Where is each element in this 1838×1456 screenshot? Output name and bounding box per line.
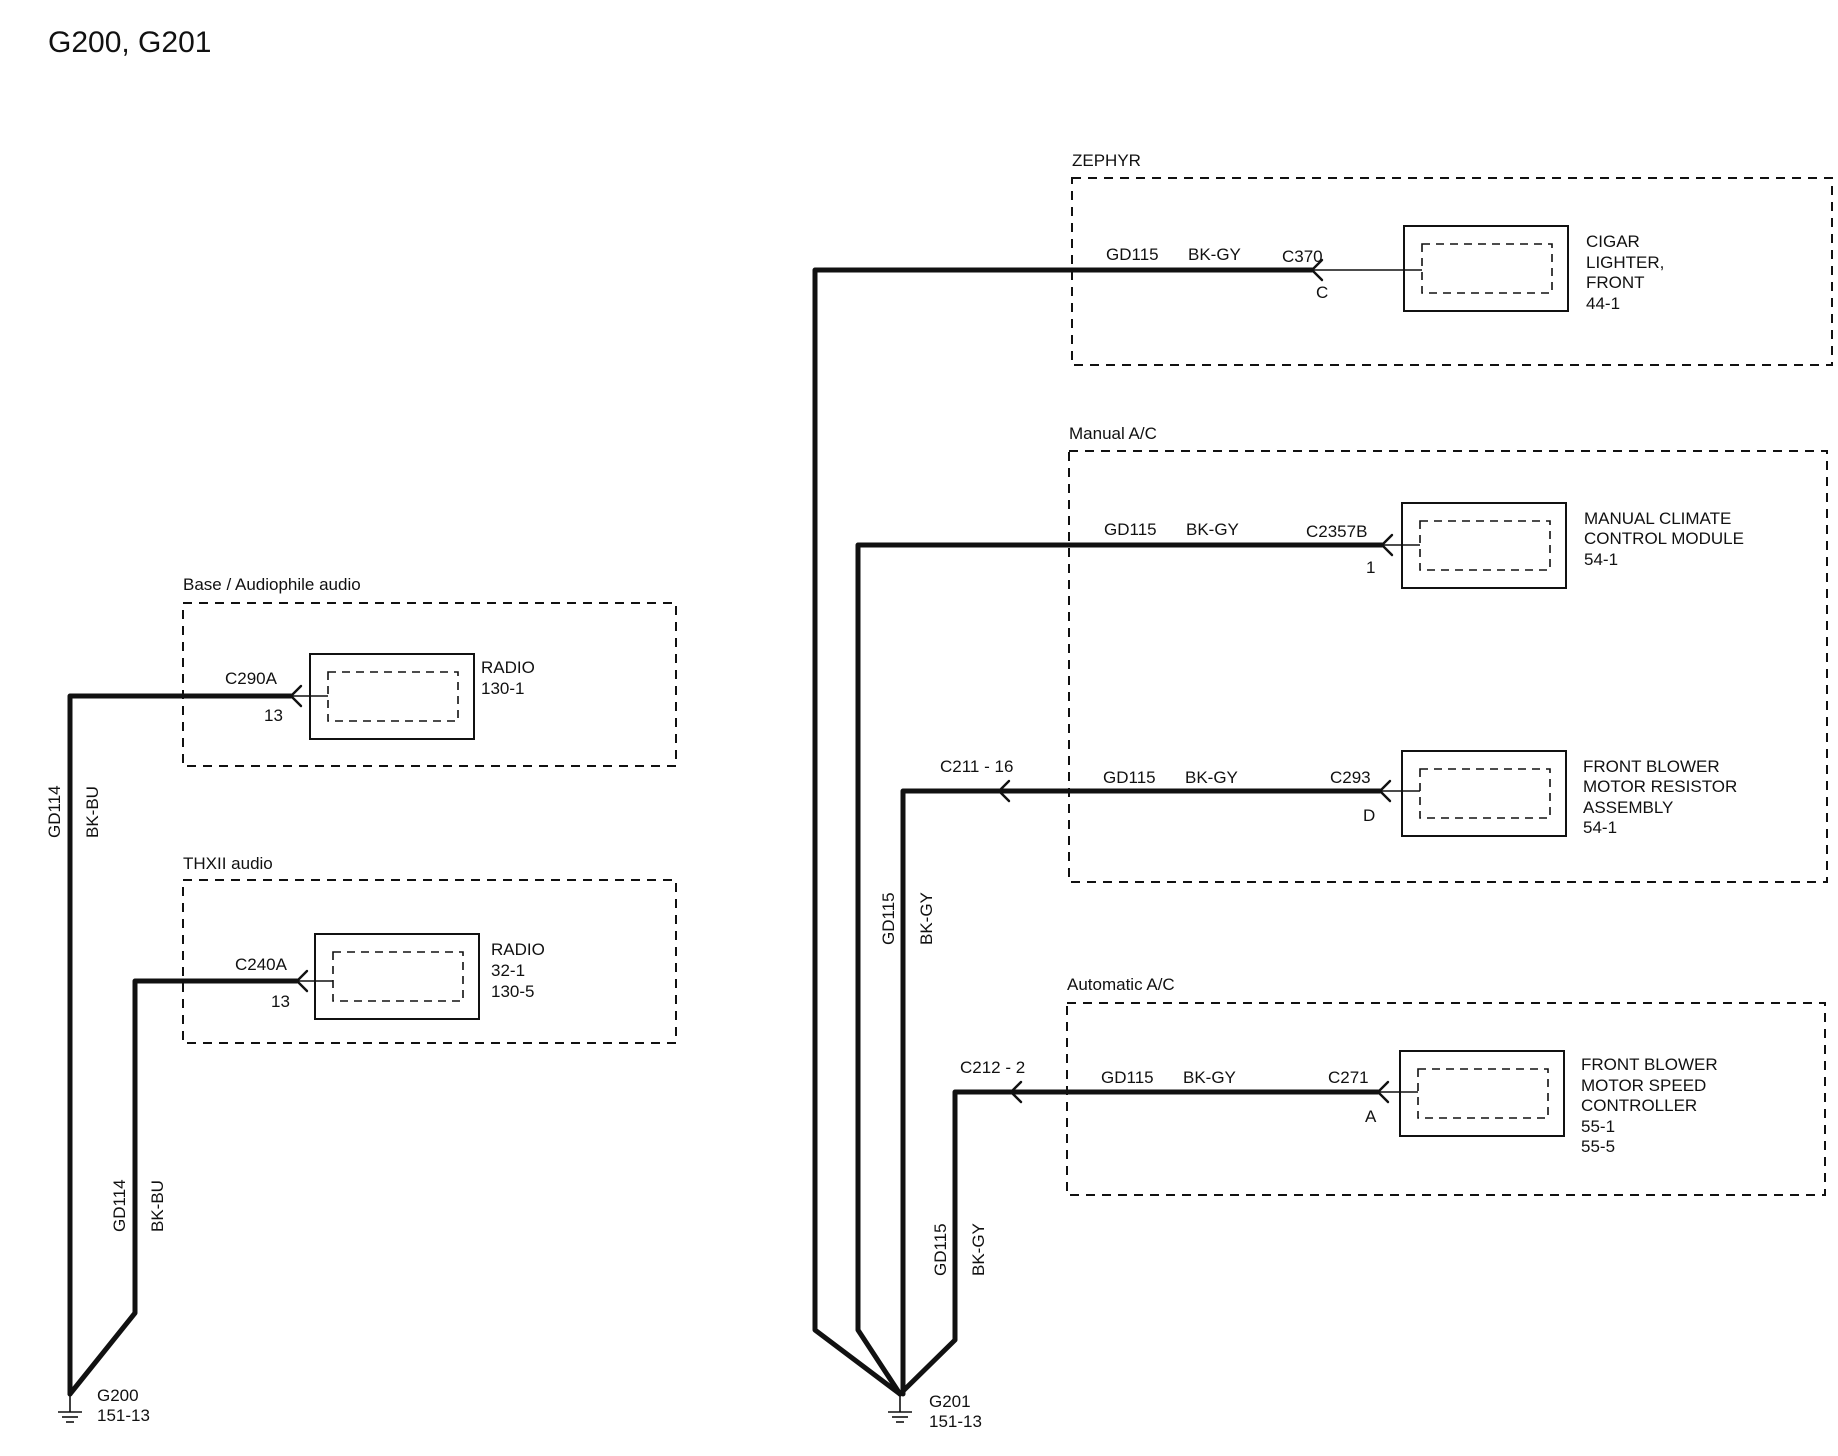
blower-controller-ref-1: 55-1 xyxy=(1581,1117,1615,1136)
radio-thx-component xyxy=(314,933,480,1020)
blower-resistor-name-1: FRONT BLOWER xyxy=(1583,757,1720,776)
blower-controller-component xyxy=(1399,1050,1565,1137)
group-label-base-audio: Base / Audiophile audio xyxy=(183,575,361,594)
radio-base-ref: 130-1 xyxy=(481,679,524,698)
wire-color-bkgy-controller: BK-GY xyxy=(1183,1068,1236,1087)
base-audio-group: Base / Audiophile audio RADIO 130-1 C290… xyxy=(182,575,677,767)
climate-module-name-2: CONTROL MODULE xyxy=(1584,529,1744,548)
wire-gd114-thx-radio xyxy=(67,978,300,1397)
connector-c271-label: C271 xyxy=(1328,1068,1369,1087)
climate-module-inner xyxy=(1419,520,1551,571)
connector-c271-pin: A xyxy=(1365,1107,1377,1126)
wire-color-bkgy-vertical-2: BK-GY xyxy=(969,1223,988,1276)
wire-color-bkgy-climate: BK-GY xyxy=(1186,520,1239,539)
radio-thx-ref-2: 130-5 xyxy=(491,982,534,1001)
zephyr-group: ZEPHYR CIGAR LIGHTER, FRONT 44-1 C370 C … xyxy=(1071,151,1833,366)
connector-c212-label: C212 - 2 xyxy=(960,1058,1025,1077)
connector-c2357b-label: C2357B xyxy=(1306,522,1367,541)
connector-c240a-label: C240A xyxy=(235,955,288,974)
connector-c290a-label: C290A xyxy=(225,669,278,688)
cigar-lighter-name-1: CIGAR xyxy=(1586,232,1640,251)
wire-color-bkbu-2: BK-BU xyxy=(148,1180,167,1232)
connector-c293-label: C293 xyxy=(1330,768,1371,787)
blower-resistor-component xyxy=(1401,750,1567,837)
wire-gd115-resistor xyxy=(900,788,1383,1397)
ground-g201-name: G201 xyxy=(929,1392,971,1411)
cigar-lighter-ref: 44-1 xyxy=(1586,294,1620,313)
climate-module-component xyxy=(1401,502,1567,589)
wire-color-bkgy-resistor: BK-GY xyxy=(1185,768,1238,787)
blower-controller-name-2: MOTOR SPEED xyxy=(1581,1076,1706,1095)
cigar-lighter-name-2: LIGHTER, xyxy=(1586,253,1664,272)
connector-c293-pin: D xyxy=(1363,806,1375,825)
radio-base-component xyxy=(309,653,475,740)
group-label-automatic-ac: Automatic A/C xyxy=(1067,975,1175,994)
connector-c370-label: C370 xyxy=(1282,247,1323,266)
blower-controller-name-3: CONTROLLER xyxy=(1581,1096,1697,1115)
wire-label-gd114-2: GD114 xyxy=(110,1179,129,1232)
wire-label-gd115-climate: GD115 xyxy=(1104,520,1157,539)
ground-g201-icon xyxy=(888,1394,912,1423)
climate-module-name-1: MANUAL CLIMATE xyxy=(1584,509,1731,528)
radio-thx-inner xyxy=(332,951,464,1002)
group-label-zephyr: ZEPHYR xyxy=(1072,151,1141,170)
group-label-manual-ac: Manual A/C xyxy=(1069,424,1157,443)
connector-c240a-pin: 13 xyxy=(271,992,290,1011)
wire-gd115-climate xyxy=(855,542,1385,1397)
wire-label-gd115-vertical-2: GD115 xyxy=(931,1223,950,1276)
cigar-lighter-inner xyxy=(1421,243,1553,294)
connector-c211-label: C211 - 16 xyxy=(940,757,1013,776)
wire-label-gd115-controller: GD115 xyxy=(1101,1068,1154,1087)
connector-c290a-pin: 13 xyxy=(264,706,283,725)
blower-controller-ref-2: 55-5 xyxy=(1581,1137,1615,1156)
blower-controller-inner xyxy=(1417,1068,1549,1119)
thx-audio-boundary xyxy=(182,879,677,1044)
connector-c2357b-pin: 1 xyxy=(1366,558,1375,577)
thx-audio-group: THXII audio RADIO 32-1 130-5 C240A 13 xyxy=(182,854,677,1044)
radio-base-inner xyxy=(327,671,459,722)
wire-gd115-zephyr xyxy=(812,267,1315,1397)
automatic-ac-group: Automatic A/C FRONT BLOWER MOTOR SPEED C… xyxy=(1066,975,1826,1196)
ground-g200-name: G200 xyxy=(97,1386,139,1405)
wire-label-gd115-zephyr: GD115 xyxy=(1106,245,1159,264)
wire-color-bkgy-zephyr: BK-GY xyxy=(1188,245,1241,264)
wire-gd115-controller xyxy=(897,1089,1381,1397)
automatic-ac-boundary xyxy=(1066,1002,1826,1196)
wire-label-gd115-resistor: GD115 xyxy=(1103,768,1156,787)
blower-resistor-inner xyxy=(1419,768,1551,819)
manual-ac-group: Manual A/C MANUAL CLIMATE CONTROL MODULE… xyxy=(1068,424,1828,883)
blower-resistor-name-3: ASSEMBLY xyxy=(1583,798,1673,817)
manual-ac-boundary xyxy=(1068,450,1828,883)
wire-color-bkbu-1: BK-BU xyxy=(83,786,102,838)
wire-gd114-base-radio xyxy=(67,693,294,1397)
radio-thx-ref-1: 32-1 xyxy=(491,961,525,980)
radio-base-name: RADIO xyxy=(481,658,535,677)
connector-c370-pin: C xyxy=(1316,283,1328,302)
wire-label-gd114-1: GD114 xyxy=(45,785,64,838)
blower-controller-name-1: FRONT BLOWER xyxy=(1581,1055,1718,1074)
climate-module-ref: 54-1 xyxy=(1584,550,1618,569)
blower-resistor-name-2: MOTOR RESISTOR xyxy=(1583,777,1737,796)
cigar-lighter-component xyxy=(1403,225,1569,312)
ground-g201-ref: 151-13 xyxy=(929,1412,982,1431)
cigar-lighter-name-3: FRONT xyxy=(1586,273,1645,292)
base-audio-boundary xyxy=(182,602,677,767)
wire-color-bkgy-vertical-1: BK-GY xyxy=(917,892,936,945)
blower-resistor-ref: 54-1 xyxy=(1583,818,1617,837)
radio-thx-name: RADIO xyxy=(491,940,545,959)
ground-g200-ref: 151-13 xyxy=(97,1406,150,1425)
group-label-thx-audio: THXII audio xyxy=(183,854,273,873)
diagram-title: G200, G201 xyxy=(48,26,211,59)
wire-label-gd115-vertical-1: GD115 xyxy=(879,892,898,945)
ground-g200-icon xyxy=(58,1394,82,1423)
